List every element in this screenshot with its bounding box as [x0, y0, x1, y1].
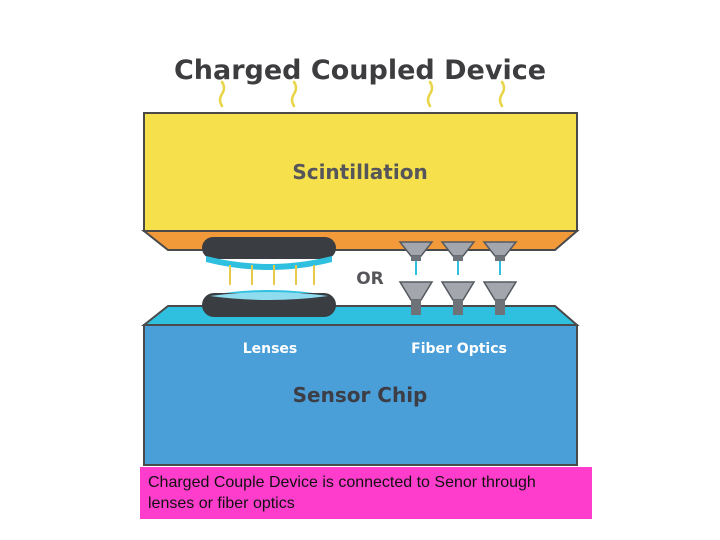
caption-text: Charged Couple Device is connected to Se… [148, 474, 536, 512]
lens-light-rays [229, 265, 315, 285]
title-squiggles [218, 80, 506, 108]
lower-lens [202, 290, 336, 317]
or-label: OR [356, 269, 384, 289]
fiber-optics-label: Fiber Optics [411, 341, 507, 357]
lenses-label: Lenses [243, 341, 298, 357]
sensor-chip-label: Sensor Chip [293, 383, 428, 407]
diagram-title: Charged Coupled Device [174, 55, 546, 86]
caption-box: Charged Couple Device is connected to Se… [140, 467, 592, 519]
upper-fiber-funnels [398, 241, 518, 275]
sensor-chip-layer [141, 305, 580, 466]
upper-lens [202, 237, 336, 270]
scintillation-label: Scintillation [292, 160, 427, 184]
lower-fiber-funnels [398, 281, 518, 315]
